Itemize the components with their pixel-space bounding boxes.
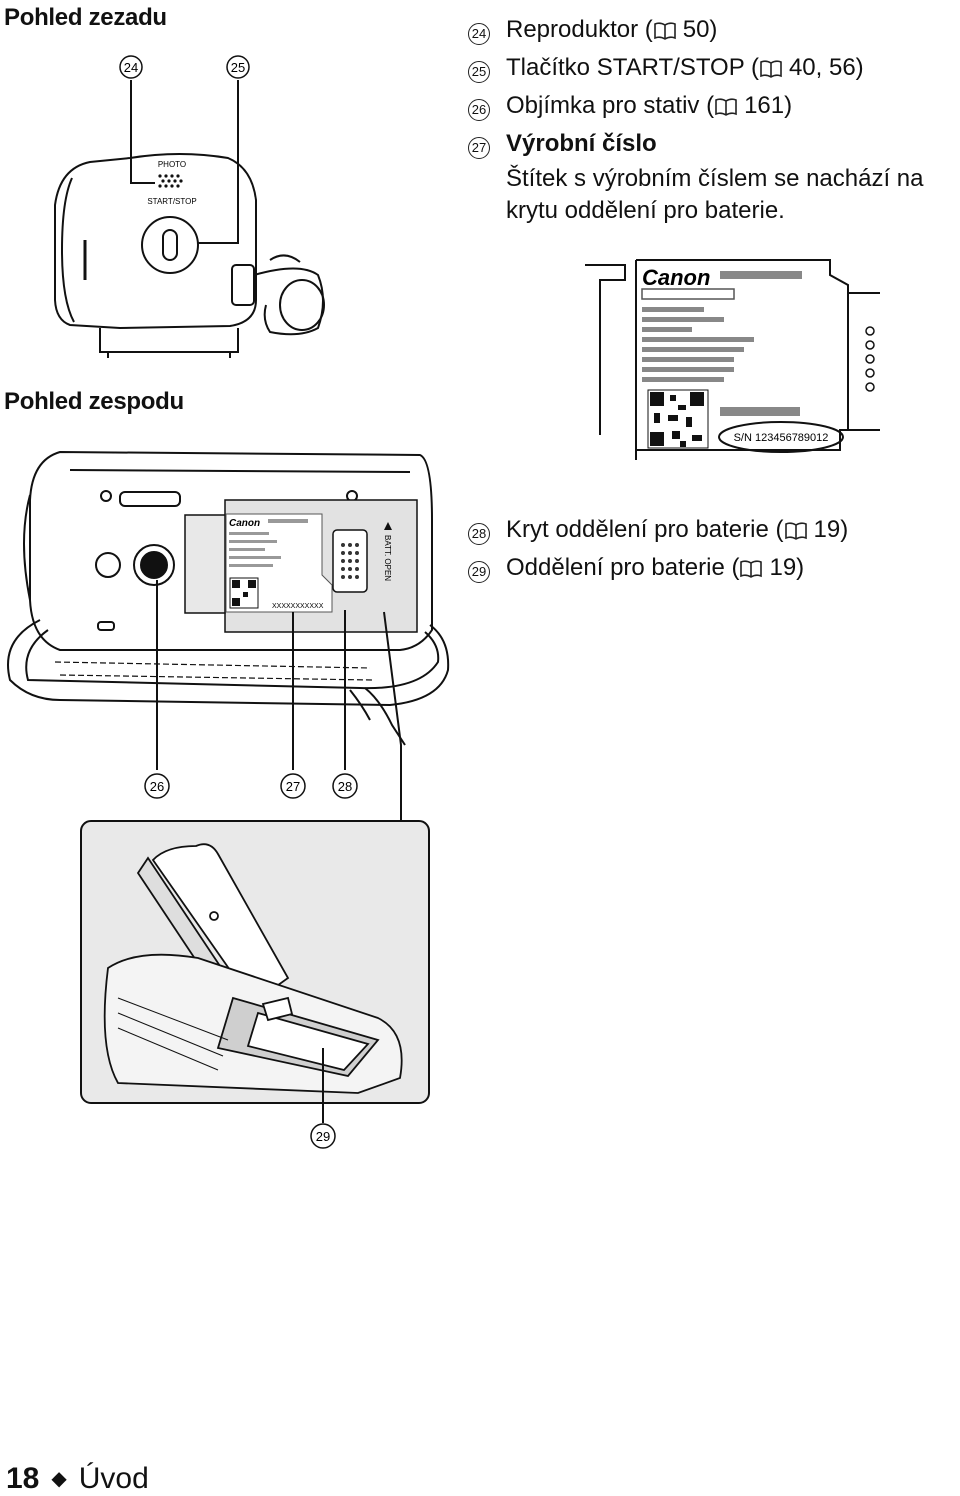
legend-description: krytu oddělení pro baterie. [468,195,924,227]
svg-text:27: 27 [286,779,300,794]
page-number: 18 [6,1462,40,1495]
camcorder-bottom-illustration: Canon XXXXXXXXXXX BATT. OPEN 26 27 28 [7,450,450,820]
callout-26: 26 [144,773,170,799]
book-icon [740,560,763,578]
legend-description: Štítek s výrobním číslem se nachází na [468,163,924,195]
callout-number: 25 [468,61,490,83]
page-ref: 40, 56) [788,54,864,81]
legend-bottom: 28 Kryt oddělení pro baterie ( 19) 29 Od… [468,511,848,587]
page-ref: 161) [744,92,793,119]
page-footer: 18 ◆ Úvod [6,1462,149,1496]
callout-number: 27 [468,137,490,159]
legend-item-tripod: 26 Objímka pro stativ ( 161) [468,87,924,125]
start-stop-label: START/STOP [147,197,196,206]
legend-item-battery-cover: 28 Kryt oddělení pro baterie ( 19) [468,511,848,549]
legend-text: Tlačítko START/STOP ( [506,54,759,81]
callout-25: 25 [226,55,250,79]
svg-text:28: 28 [338,779,352,794]
callout-number: 28 [468,523,490,545]
legend-item-serial: 27 Výrobní číslo [468,125,924,163]
legend-item-start-stop: 25 Tlačítko START/STOP ( 40, 56) [468,49,924,87]
page-ref: 19) [769,554,805,581]
callout-number: 29 [468,561,490,583]
serial-number: S/N 123456789012 [734,432,829,444]
legend-item-speaker: 24 Reproduktor ( 50) [468,11,924,49]
svg-text:25: 25 [231,60,245,75]
book-icon [784,522,807,540]
legend-text: Reproduktor ( [506,16,653,43]
heading-bottom-view: Pohled zespodu [4,388,184,415]
heading-rear-view: Pohled zezadu [4,4,167,31]
legend-text: Oddělení pro baterie ( [506,554,740,581]
callout-number: 24 [468,23,490,45]
legend-top: 24 Reproduktor ( 50) 25 Tlačítko START/S… [468,11,924,227]
svg-text:24: 24 [124,60,138,75]
batt-open-label: BATT. OPEN [383,535,392,581]
canon-logo: Canon [642,265,710,290]
small-serial: XXXXXXXXXXX [272,603,324,610]
canon-logo-small: Canon [229,518,260,529]
battery-compartment-illustration: 29 [80,820,430,1149]
legend-title: Výrobní číslo [506,130,657,157]
legend-text: Objímka pro stativ ( [506,92,715,119]
callout-27: 27 [280,773,306,799]
legend-item-battery-compartment: 29 Oddělení pro baterie ( 19) [468,549,848,587]
photo-label: PHOTO [158,160,186,169]
diamond-icon: ◆ [51,1468,67,1490]
legend-text: Kryt oddělení pro baterie ( [506,516,784,543]
svg-text:29: 29 [316,1129,330,1144]
section-name: Úvod [78,1462,149,1495]
book-icon [715,98,737,116]
book-icon [760,60,782,78]
callout-24: 24 [119,55,143,79]
book-icon [653,22,676,40]
callout-29: 29 [310,1123,336,1149]
camcorder-rear-illustration: PHOTO START/STOP 24 25 [54,55,325,358]
serial-label-zoom: Canon S/N 123456789012 [585,259,880,460]
callout-number: 26 [468,99,490,121]
description-line: krytu oddělení pro baterie. [506,197,785,224]
callout-28: 28 [332,773,358,799]
page-ref: 50) [682,16,718,43]
svg-text:26: 26 [150,779,164,794]
description-line: Štítek s výrobním číslem se nachází na [506,165,924,192]
page-ref: 19) [813,516,849,543]
